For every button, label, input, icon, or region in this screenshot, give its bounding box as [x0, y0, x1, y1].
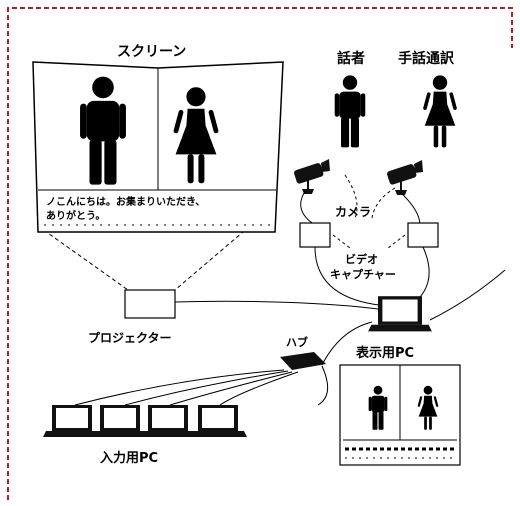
input-pc-laptop-icon-1 — [43, 405, 101, 437]
camera-label: カメラ — [335, 205, 371, 219]
hub-cables — [74, 365, 329, 406]
speaker-label: 話者 — [337, 50, 365, 67]
capture-arrows — [332, 234, 406, 249]
input-pc-laptop-icon-4 — [189, 405, 247, 437]
screen-caption-line1: ノこんにちは。お集まりいただき、 — [46, 195, 205, 208]
camera-icon-right — [385, 159, 424, 196]
display-pc-laptop-icon — [368, 296, 432, 332]
projection-cone — [37, 225, 251, 291]
input-pc-label: 入力用PC — [100, 450, 158, 466]
dashed-frame — [7, 7, 513, 500]
video-capture-left — [299, 222, 331, 248]
input-pc-laptop-icon-3 — [139, 405, 197, 437]
projector-label: プロジェクター — [88, 330, 172, 345]
camera-icon-left — [292, 158, 331, 195]
camera-arrows — [344, 174, 396, 219]
screen: ノこんにちは。お集まりいただき、 ありがとう。 — [32, 61, 284, 233]
interpreter-label: 手話通訳 — [398, 50, 455, 67]
capture-label-line1: ビデオ — [345, 252, 378, 266]
speaker-icon — [334, 75, 366, 148]
video-capture-right — [407, 222, 439, 248]
screen-caption-line2: ありがとう。 — [46, 209, 105, 222]
main-cables — [174, 246, 506, 366]
hub-label: ハブ — [286, 335, 308, 349]
screen-label: スクリーン — [117, 44, 186, 60]
hub-icon — [280, 352, 326, 370]
capture-label-line2: キャプチャー — [330, 267, 396, 281]
projector-box — [124, 289, 176, 319]
display-pc-label: 表示用PC — [355, 345, 414, 361]
interpreter-icon — [422, 75, 458, 148]
display-monitor — [339, 364, 461, 466]
input-pc-laptop-icon-2 — [91, 405, 149, 437]
